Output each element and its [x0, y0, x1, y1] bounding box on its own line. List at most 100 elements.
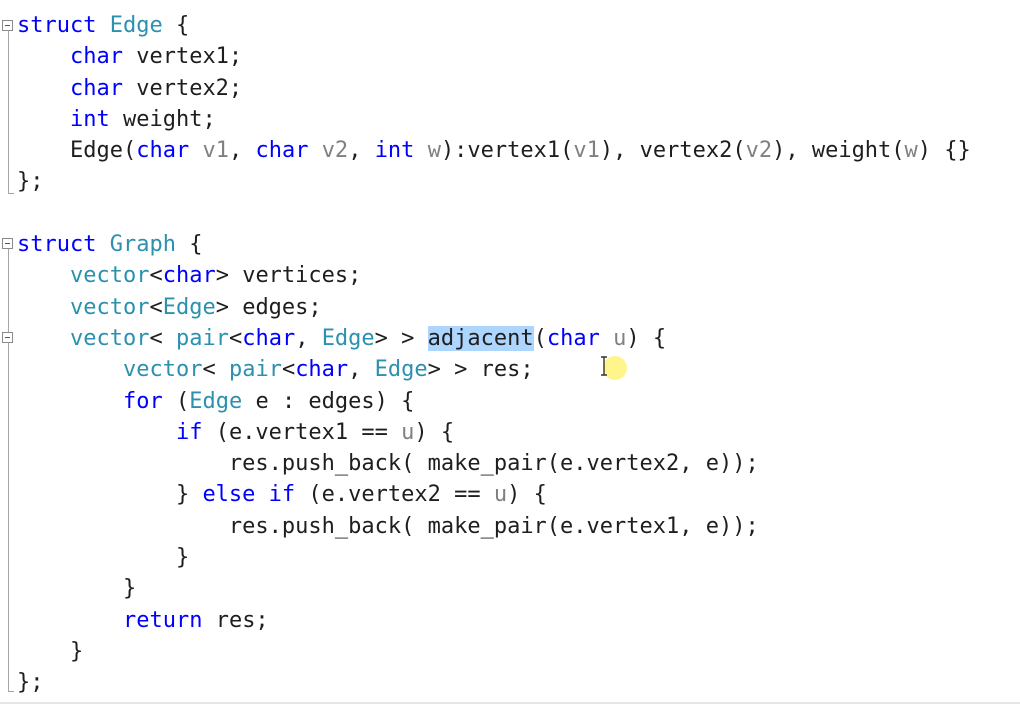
fold-range-graph — [8, 249, 9, 691]
code-line[interactable]: res.push_back( make_pair(e.vertex1, e)); — [17, 511, 971, 542]
code-token: vector — [69, 325, 150, 351]
code-token: for — [122, 388, 163, 414]
code-token — [17, 420, 176, 445]
editor-bottom-border — [0, 702, 1020, 704]
code-token: < — [202, 357, 229, 383]
code-token: w — [427, 138, 441, 164]
code-line[interactable]: char vertex2; — [17, 73, 971, 104]
code-token — [17, 107, 70, 132]
code-line[interactable]: res.push_back( make_pair(e.vertex2, e)); — [17, 448, 971, 479]
code-token: , — [348, 357, 375, 383]
code-token — [17, 357, 123, 382]
code-token: int — [69, 106, 110, 132]
code-line[interactable]: } else if (e.vertex2 == u) { — [17, 479, 971, 510]
code-line[interactable]: return res; — [17, 605, 971, 636]
code-token: return — [122, 607, 203, 633]
code-line[interactable]: char vertex1; — [17, 41, 971, 72]
code-token: pair — [175, 325, 229, 351]
code-token — [600, 326, 613, 351]
code-token: ) { — [507, 482, 547, 508]
code-line[interactable]: struct Edge { — [17, 10, 971, 41]
code-line[interactable]: int weight; — [17, 104, 971, 135]
code-line[interactable]: vector< pair<char, Edge> > res; — [17, 354, 971, 385]
code-token — [17, 295, 70, 320]
code-token: char — [162, 263, 216, 289]
code-token: else — [202, 482, 256, 508]
fold-struct-graph-icon[interactable] — [2, 238, 13, 249]
code-token: pair — [228, 357, 282, 383]
code-token: vector — [69, 294, 150, 320]
code-token: e : edges) { — [242, 388, 415, 414]
code-line[interactable]: }; — [17, 166, 971, 197]
code-token: > edges; — [215, 294, 322, 320]
code-token — [308, 138, 321, 163]
code-token: }; — [17, 670, 44, 696]
code-line[interactable]: if (e.vertex1 == u) { — [17, 417, 971, 448]
code-token: ) {} — [917, 138, 971, 164]
code-line[interactable]: vector<Edge> edges; — [17, 292, 971, 323]
code-line[interactable]: vector<char> vertices; — [17, 260, 971, 291]
code-token: char — [546, 325, 600, 351]
code-token: < — [281, 357, 296, 383]
code-token: ), weight( — [772, 138, 905, 164]
code-token: v2 — [321, 138, 349, 164]
text-cursor-icon — [601, 356, 607, 376]
code-token: Edge — [374, 357, 428, 383]
code-line[interactable]: Edge(char v1, char v2, int w):vertex1(v1… — [17, 135, 971, 166]
code-token: char — [69, 44, 123, 70]
code-token: { — [162, 13, 190, 38]
code-token: ( — [162, 388, 190, 414]
code-token: char — [69, 75, 123, 101]
code-line[interactable]: } — [17, 542, 971, 573]
cursor-highlight — [603, 356, 627, 380]
code-token: v1 — [573, 138, 600, 164]
code-token: , — [228, 138, 256, 164]
code-token: char — [136, 138, 190, 164]
selected-word: adjacent — [427, 325, 534, 351]
fold-end-graph — [8, 691, 14, 692]
code-line[interactable] — [17, 198, 971, 229]
code-line[interactable]: for (Edge e : edges) { — [17, 386, 971, 417]
code-token: w — [904, 138, 918, 164]
code-line[interactable]: } — [17, 573, 971, 604]
fold-struct-edge-icon[interactable] — [2, 20, 13, 31]
code-token: < — [149, 263, 163, 289]
code-token: < — [149, 325, 176, 351]
code-token: > vertices; — [215, 263, 362, 289]
code-token: } — [17, 576, 137, 602]
code-token: vector — [122, 357, 203, 383]
code-token: u — [613, 325, 627, 351]
code-line[interactable]: } — [17, 636, 971, 667]
code-token: , — [348, 138, 375, 164]
code-token: res.push_back( make_pair(e.vertex1, e)); — [17, 513, 759, 539]
code-token: struct — [17, 232, 97, 258]
code-token: }; — [17, 169, 44, 195]
code-token: char — [295, 357, 349, 383]
code-line[interactable]: vector< pair<char, Edge> > adjacent(char… — [17, 323, 971, 354]
code-token: Edge — [189, 388, 243, 414]
code-token: u — [493, 482, 508, 508]
code-token: vertex1; — [122, 44, 243, 70]
code-token: ) { — [626, 325, 667, 351]
code-token — [96, 232, 109, 257]
code-token: < — [228, 325, 243, 351]
code-token: vertex2; — [122, 75, 243, 101]
code-token — [17, 76, 70, 101]
code-line[interactable]: }; — [17, 667, 971, 698]
code-token: < — [149, 294, 163, 320]
code-line[interactable]: struct Graph { — [17, 229, 971, 260]
code-token: > > res; — [427, 357, 534, 383]
code-token — [17, 44, 70, 69]
code-token: vector — [69, 263, 150, 289]
fold-method-adjacent-icon[interactable] — [2, 332, 13, 343]
fold-end-edge — [8, 193, 14, 194]
code-text[interactable]: struct Edge { char vertex1; char vertex2… — [17, 10, 971, 699]
code-token: char — [242, 325, 296, 351]
code-token: char — [255, 138, 309, 164]
code-token: ( — [533, 325, 547, 351]
code-token — [17, 389, 123, 414]
code-token: if — [268, 482, 296, 508]
code-token: ):vertex1( — [440, 138, 574, 164]
code-token — [189, 138, 202, 163]
